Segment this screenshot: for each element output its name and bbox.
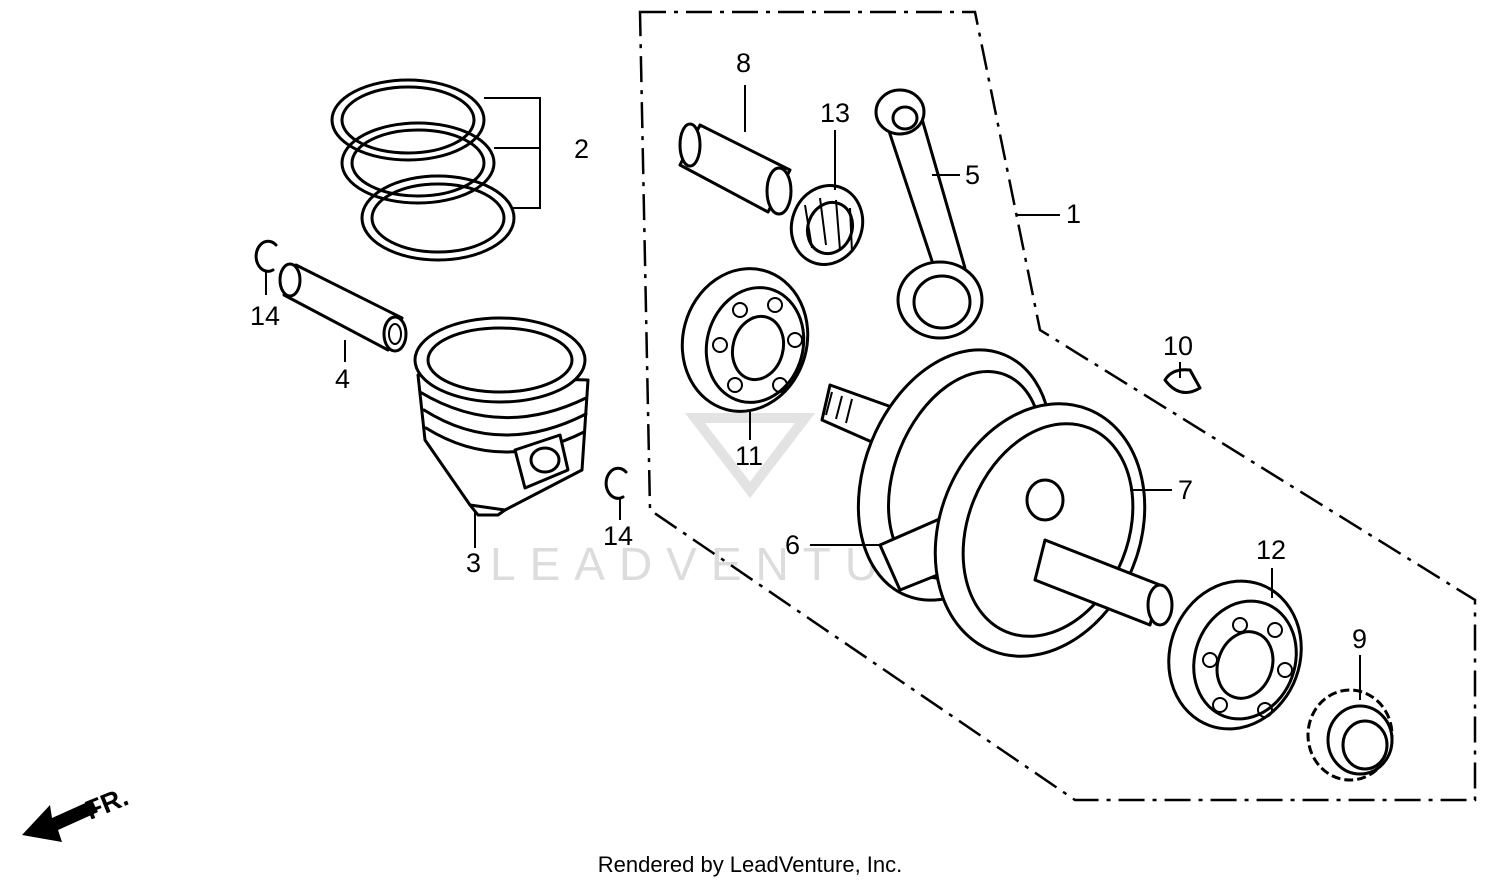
- circlip-left: [254, 239, 278, 273]
- callout-10: 10: [1163, 331, 1193, 361]
- circlip-right: [604, 466, 628, 500]
- callout-14-left: 14: [250, 301, 280, 331]
- crank-pin: [678, 122, 793, 216]
- connecting-rod: [874, 88, 984, 340]
- callout-4: 4: [335, 364, 350, 394]
- piston: [413, 316, 590, 517]
- callout-13: 13: [820, 98, 850, 128]
- callout-3: 3: [466, 548, 481, 578]
- callout-6: 6: [785, 530, 800, 560]
- assembly-boundary: [638, 10, 1477, 802]
- woodruff-key: [1163, 368, 1202, 394]
- front-direction-arrow: FR.: [22, 781, 133, 842]
- front-direction-label: FR.: [81, 781, 133, 825]
- callout-8: 8: [736, 48, 751, 78]
- callout-7: 7: [1178, 475, 1193, 505]
- piston-rings: [330, 78, 541, 262]
- callout-2: 2: [574, 134, 589, 164]
- ball-bearing-12: [1167, 579, 1303, 731]
- callout-5: 5: [965, 160, 980, 190]
- callout-11: 11: [735, 441, 763, 471]
- leader-lines: [265, 85, 1361, 700]
- footer-credit: Rendered by LeadVenture, Inc.: [597, 852, 903, 877]
- callouts: 1 2 3 4 5 6 7 8 9 10 11 12 13 14 14: [250, 48, 1367, 654]
- callout-12: 12: [1256, 535, 1286, 565]
- crankshaft: [820, 348, 1174, 658]
- callout-14-right: 14: [603, 521, 633, 551]
- needle-bearing: [789, 184, 865, 266]
- callout-1: 1: [1066, 199, 1081, 229]
- ball-bearing-11: [680, 267, 810, 413]
- callout-9: 9: [1352, 624, 1367, 654]
- timing-sprocket: [1306, 688, 1394, 782]
- piston-pin: [278, 262, 408, 353]
